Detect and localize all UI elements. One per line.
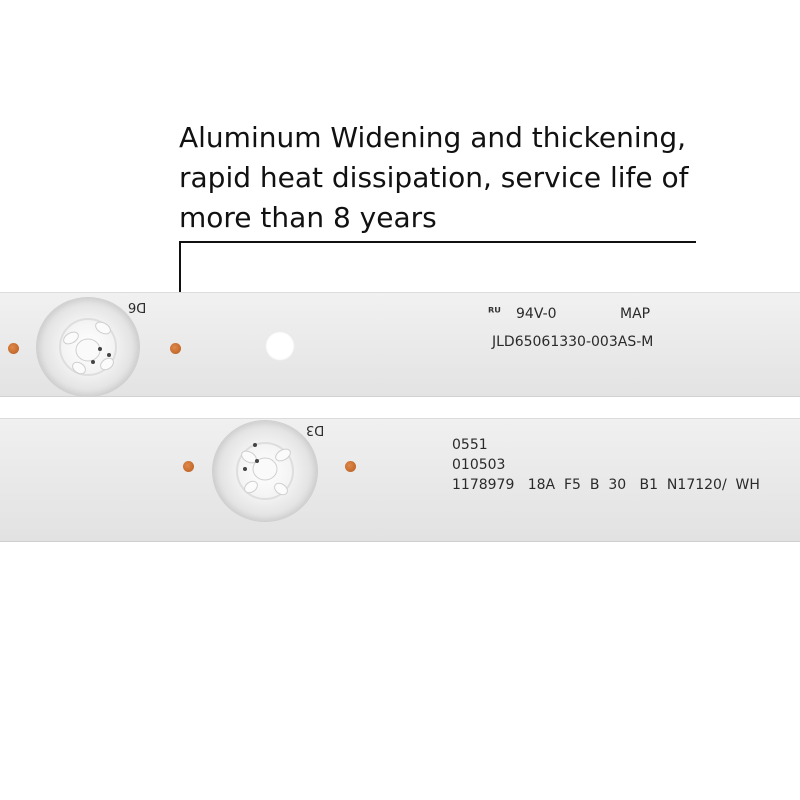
solder-pad <box>183 461 194 472</box>
led-strip-bottom: D3 0551 010503 1178979 18A F5 B 30 B1 N1… <box>0 418 800 542</box>
pcb-code-line-2: 010503 <box>452 457 506 473</box>
caption-line-1: Aluminum Widening and thickening, <box>179 121 687 154</box>
part-number: JLD65061330-003AS-M <box>492 334 654 350</box>
led-strip-top: D6 ᴿᵁ 94V-0 MAP JLD65061330-003AS-M <box>0 292 800 397</box>
ul-logo-icon: ᴿᵁ <box>488 306 501 321</box>
caption-line-2: rapid heat dissipation, service life of <box>179 161 689 194</box>
caption: Aluminum Widening and thickening, rapid … <box>179 118 779 238</box>
mounting-hole <box>265 331 295 361</box>
led-lens-icon <box>213 421 317 521</box>
flame-rating: 94V-0 <box>516 306 557 322</box>
led-lens-icon <box>37 298 139 396</box>
solder-pad <box>345 461 356 472</box>
callout-leader-horizontal <box>179 241 696 243</box>
pcb-code-line-3: 1178979 18A F5 B 30 B1 N17120/ WH <box>452 477 760 493</box>
callout-leader-vertical <box>179 241 181 301</box>
led-designator-d6: D6 <box>128 299 147 314</box>
caption-line-3: more than 8 years <box>179 201 437 234</box>
solder-pad <box>170 343 181 354</box>
led-designator-d3: D3 <box>306 422 325 437</box>
solder-pad <box>8 343 19 354</box>
pcb-code-line-1: 0551 <box>452 437 488 453</box>
map-label: MAP <box>620 306 651 322</box>
